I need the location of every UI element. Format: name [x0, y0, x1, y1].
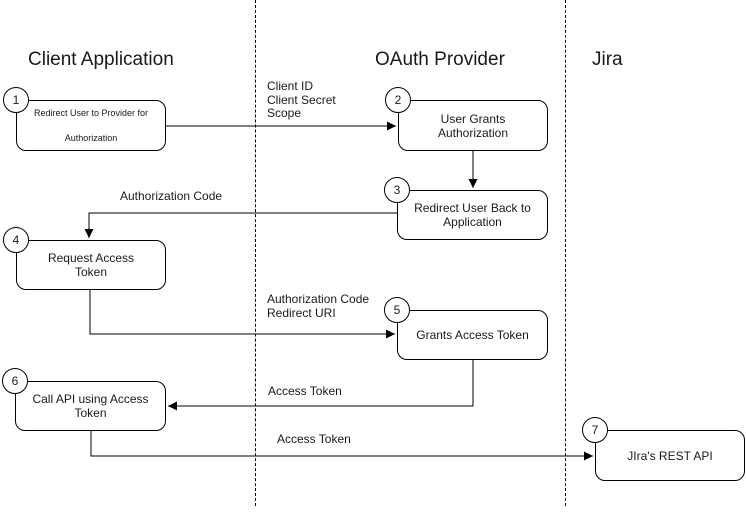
- node-label: User Grants Authorization: [437, 111, 509, 140]
- node-label: Redirect User Back to Application: [414, 201, 531, 229]
- node-number-badge: 2: [385, 87, 411, 113]
- node-number-badge: 4: [3, 227, 29, 253]
- lane-separator-1: [255, 0, 256, 506]
- node-number-badge: 3: [384, 177, 410, 203]
- node-number-badge: 5: [384, 297, 410, 323]
- node-label: Request Access Token: [47, 251, 135, 279]
- node-label: Call API using Access Token: [32, 392, 149, 420]
- edge-label-access-token-1: Access Token: [268, 384, 342, 398]
- lane-title-jira: Jira: [592, 49, 623, 70]
- lane-separator-2: [565, 0, 566, 506]
- edge-label-client-credentials: Client ID Client Secret Scope: [267, 79, 336, 120]
- node-label: JIra's REST API: [627, 448, 713, 463]
- edge-label-code-redirect-uri: Authorization Code Redirect URI: [267, 292, 370, 320]
- arrow-access-token-to-client: [168, 360, 474, 411]
- arrow-authorization-code: [84, 212, 397, 238]
- node-number-badge: 1: [3, 87, 29, 113]
- flow-node-request-access-token: 4 Request Access Token: [3, 227, 166, 290]
- flow-node-redirect-user-to-provider: 1 Redirect User to Provider for Authoriz…: [3, 87, 166, 151]
- flow-node-redirect-user-back: 3 Redirect User Back to Application: [384, 177, 548, 240]
- node-number-badge: 7: [582, 417, 608, 443]
- lane-title-client-application: Client Application: [28, 49, 174, 70]
- flow-node-call-api: 6 Call API using Access Token: [2, 368, 166, 431]
- lane-title-oauth-provider: OAuth Provider: [375, 49, 505, 70]
- edge-label-authorization-code: Authorization Code: [120, 189, 223, 203]
- flow-node-user-grants-authorization: 2 User Grants Authorization: [385, 87, 548, 151]
- flow-node-jira-rest-api: 7 JIra's REST API: [582, 417, 745, 481]
- flow-node-grants-access-token: 5 Grants Access Token: [384, 297, 548, 360]
- node-number-badge: 6: [2, 368, 28, 394]
- node-label: Grants Access Token: [416, 328, 529, 342]
- edge-label-access-token-2: Access Token: [277, 432, 351, 446]
- node-label: Redirect User to Provider for Authorizat…: [33, 107, 149, 143]
